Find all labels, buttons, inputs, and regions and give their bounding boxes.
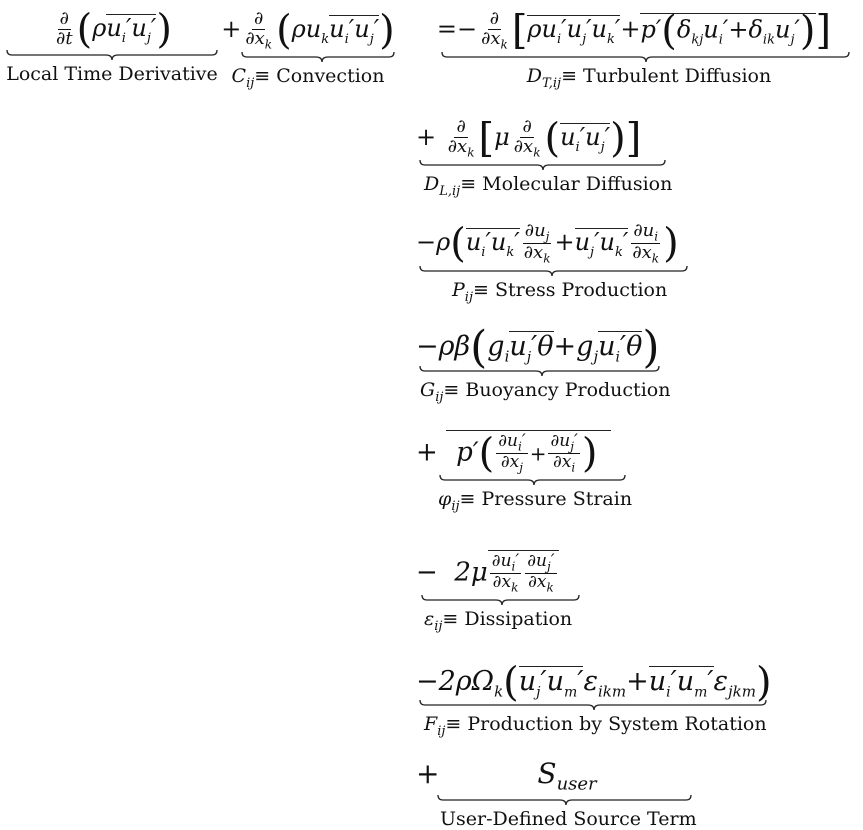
underbrace [437,794,692,805]
term-label-molecular-diffusion: DL,ij≡ Molecular Diffusion [424,173,673,199]
turbulent-diffusion-term: =−∂∂xk[ρui′uj′uk′+p′(δkjui′+δikuj′)] DT,… [414,9,854,91]
underbrace [419,366,660,377]
term-label-pressure-strain: φij≡ Pressure Strain [438,487,633,514]
underbrace [419,700,767,711]
underbrace [419,266,688,277]
underbrace [421,594,580,606]
term-label-buoyancy: Gij≡ Buoyancy Production [420,379,671,405]
underbrace [419,160,666,171]
source-symbol: S [537,757,557,790]
term-label-turbulent-diffusion: DT,ij≡ Turbulent Diffusion [526,65,772,91]
source-subscript: user [556,773,597,795]
stress-production-term: −ρ(ui′uk′∂uj∂xk+uj′uk′∂ui∂xk) Pij≡ Stres… [416,221,696,306]
term-label-dissipation: εij≡ Dissipation [424,607,573,634]
term-label-local: Local Time Derivative [6,62,218,85]
term-label-rotation: Fij≡ Production by System Rotation [424,713,767,740]
dissipation-term: − 2μ∂ui′∂xk∂uj′∂xk εij≡ Dissipation [416,550,606,634]
local-time-derivative-term: ∂∂t(ρui′uj′) Local Time Derivative [6,6,218,85]
underbrace [241,52,395,63]
underbrace [439,474,626,486]
system-rotation-term: −2ρΩk(uj′um′εikm+ui′um′εjkm) Fij≡ Produc… [416,663,776,740]
convection-term: +∂∂xk(ρukui′uj′) Cij≡ Convection [218,9,398,91]
term-label-user-source: User-Defined Source Term [440,807,697,830]
user-source-term: + Suser User-Defined Source Term [416,760,716,830]
buoyancy-production-term: −ρβ(giuj′θ+gjui′θ) Gij≡ Buoyancy Product… [416,326,678,405]
molecular-diffusion-term: + ∂∂xk[μ∂∂xk(ui′uj′)] DL,ij≡ Molecular D… [416,117,686,199]
pressure-strain-term: + p′(∂ui′∂xj+∂uj′∂xi) φij≡ Pressure Stra… [416,430,646,514]
term-label-convection: Cij≡ Convection [231,65,385,91]
underbrace [6,49,218,60]
term-label-stress-production: Pij≡ Stress Production [452,279,668,306]
underbrace [441,52,850,63]
